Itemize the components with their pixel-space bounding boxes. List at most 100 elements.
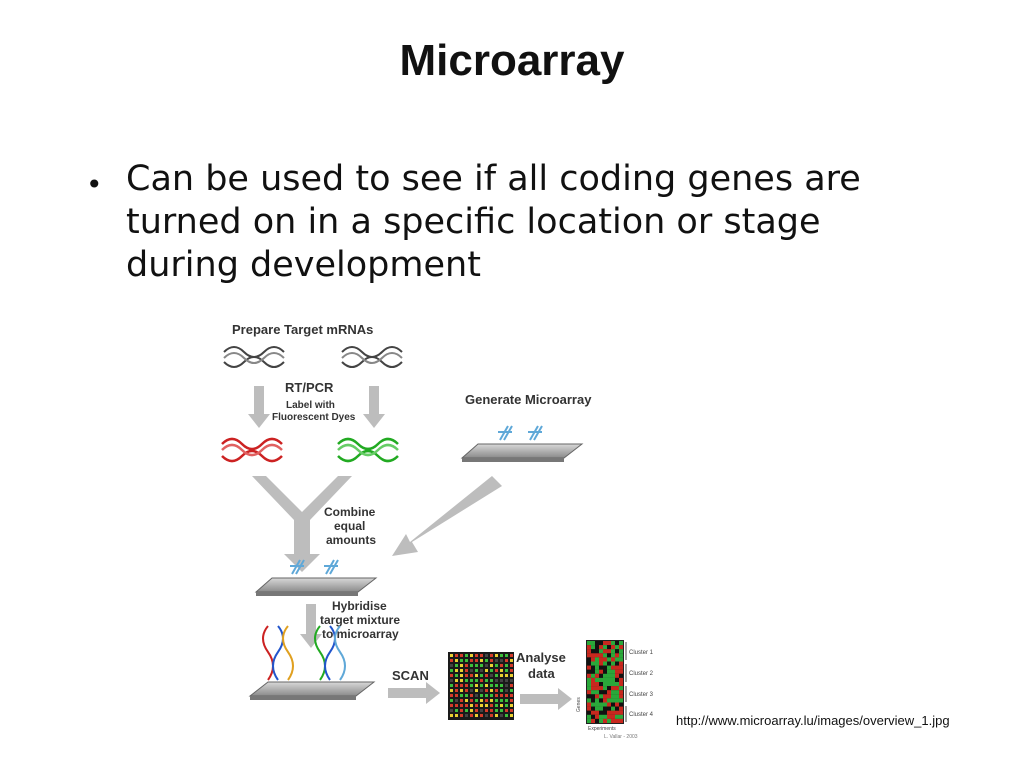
heatmap-cell bbox=[615, 702, 619, 707]
heatmap-cell bbox=[591, 669, 595, 674]
array-spot bbox=[450, 694, 453, 697]
heatmap-cell bbox=[591, 694, 595, 699]
array-spot bbox=[450, 659, 453, 662]
array-spot bbox=[485, 659, 488, 662]
heatmap-cell bbox=[603, 702, 607, 707]
heatmap-cell bbox=[615, 677, 619, 682]
array-spot bbox=[495, 669, 498, 672]
heatmap-cell bbox=[599, 669, 603, 674]
array-spot bbox=[455, 689, 458, 692]
heatmap-cell bbox=[611, 686, 615, 691]
heatmap-cell bbox=[619, 641, 623, 646]
heatmap-cell bbox=[615, 690, 619, 695]
heatmap-cell bbox=[607, 669, 611, 674]
heatmap-cell bbox=[591, 641, 595, 646]
heatmap-cell bbox=[619, 677, 623, 682]
array-spot bbox=[485, 709, 488, 712]
array-spot bbox=[465, 714, 468, 717]
heatmap-cell bbox=[615, 673, 619, 678]
array-spot bbox=[470, 669, 473, 672]
heatmap-cell bbox=[607, 706, 611, 711]
red-labeled-helix bbox=[221, 437, 283, 463]
array-spot bbox=[465, 704, 468, 707]
label-combine-3: amounts bbox=[326, 533, 376, 547]
heatmap-cell bbox=[611, 682, 615, 687]
array-spot bbox=[480, 704, 483, 707]
array-spot bbox=[475, 714, 478, 717]
heatmap-cell bbox=[603, 673, 607, 678]
heatmap-cell bbox=[591, 661, 595, 666]
array-spot bbox=[470, 659, 473, 662]
mrna-helix-left bbox=[223, 346, 285, 368]
array-spot bbox=[510, 694, 513, 697]
scanned-array-spots bbox=[450, 654, 513, 717]
array-spot bbox=[495, 659, 498, 662]
heatmap-cell bbox=[595, 661, 599, 666]
array-spot bbox=[455, 674, 458, 677]
heatmap-cell bbox=[599, 657, 603, 662]
array-spot bbox=[485, 704, 488, 707]
label-combine-1: Combine bbox=[324, 505, 376, 519]
array-spot bbox=[460, 674, 463, 677]
array-spot bbox=[470, 709, 473, 712]
array-spot bbox=[455, 704, 458, 707]
heatmap-cell bbox=[611, 702, 615, 707]
array-spot bbox=[505, 684, 508, 687]
array-spot bbox=[470, 714, 473, 717]
array-spot bbox=[455, 669, 458, 672]
array-spot bbox=[505, 674, 508, 677]
label-analyse-2: data bbox=[528, 666, 556, 681]
heatmap-cell bbox=[611, 677, 615, 682]
heatmap-cell bbox=[591, 645, 595, 650]
combined-microarray-slide bbox=[254, 559, 378, 596]
array-spot bbox=[500, 689, 503, 692]
heatmap-cell bbox=[611, 714, 615, 719]
heatmap-cell bbox=[607, 690, 611, 695]
array-spot bbox=[460, 709, 463, 712]
array-spot bbox=[460, 664, 463, 667]
slide-title: Microarray bbox=[399, 36, 625, 85]
array-spot bbox=[450, 714, 453, 717]
heatmap-cell bbox=[611, 653, 615, 658]
array-spot bbox=[475, 659, 478, 662]
microarray-workflow-diagram: Prepare Target mRNAs RT/PCR Label with F… bbox=[221, 322, 654, 740]
array-spot bbox=[455, 714, 458, 717]
array-spot bbox=[475, 689, 478, 692]
array-spot bbox=[480, 659, 483, 662]
array-spot bbox=[450, 689, 453, 692]
array-spot bbox=[460, 684, 463, 687]
heatmap-cell bbox=[599, 682, 603, 687]
heatmap-cell bbox=[587, 661, 591, 666]
heatmap-cell bbox=[599, 718, 603, 723]
heatmap-cell bbox=[603, 641, 607, 646]
arrow-microarray-to-combine bbox=[392, 476, 502, 556]
heatmap-cell bbox=[591, 673, 595, 678]
heatmap-cell bbox=[587, 657, 591, 662]
array-spot bbox=[510, 684, 513, 687]
array-spot bbox=[505, 714, 508, 717]
heatmap-cell bbox=[599, 641, 603, 646]
heatmap-cell bbox=[591, 706, 595, 711]
heatmap-cell bbox=[611, 661, 615, 666]
green-labeled-helix bbox=[337, 437, 399, 463]
heatmap-cell bbox=[615, 665, 619, 670]
heatmap-cell bbox=[611, 710, 615, 715]
array-spot bbox=[450, 654, 453, 657]
array-spot bbox=[475, 674, 478, 677]
array-spot bbox=[485, 694, 488, 697]
heatmap-cell bbox=[619, 661, 623, 666]
heatmap-cell bbox=[619, 645, 623, 650]
heatmap-cell bbox=[611, 657, 615, 662]
heatmap-cell bbox=[595, 682, 599, 687]
array-spot bbox=[470, 679, 473, 682]
array-spot bbox=[485, 714, 488, 717]
array-spot bbox=[490, 684, 493, 687]
heatmap-cell bbox=[603, 649, 607, 654]
array-spot bbox=[490, 709, 493, 712]
array-spot bbox=[500, 694, 503, 697]
array-spot bbox=[450, 679, 453, 682]
label-axis-experiments: Experiments bbox=[588, 726, 616, 732]
heatmap-cell bbox=[607, 698, 611, 703]
array-spot bbox=[490, 704, 493, 707]
array-spot bbox=[480, 669, 483, 672]
